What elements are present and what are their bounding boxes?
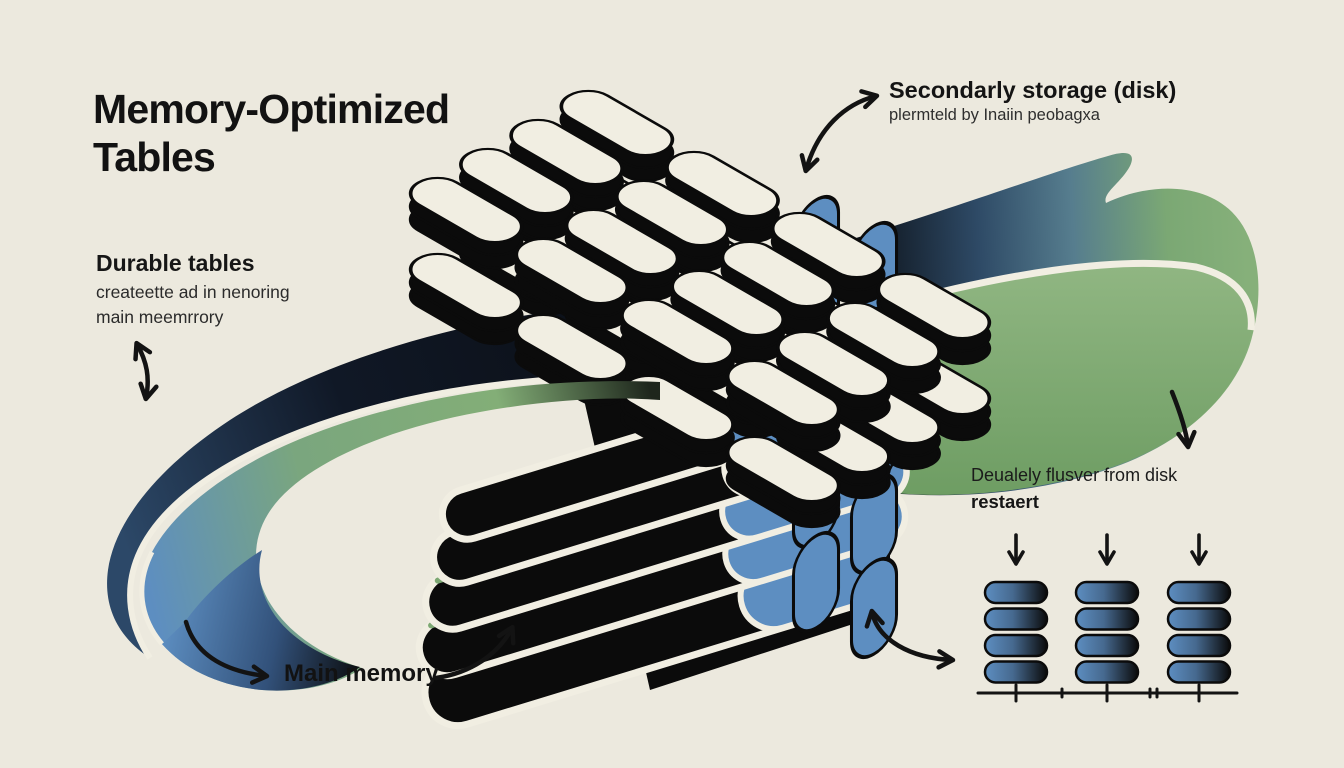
disk-baseline — [976, 683, 1239, 703]
durable-tables-heading: Durable tables — [96, 250, 255, 276]
flush-from-disk-line-2: restaert — [971, 491, 1039, 512]
annotation-arrows — [133, 89, 1197, 685]
memory-pill-grid — [408, 89, 992, 529]
memory-stack — [408, 89, 992, 730]
page-title: Memory-Optimized Tables — [93, 86, 450, 180]
main-memory-label: Main memory — [284, 660, 439, 687]
durable-tables-subtext-2: main meemrrory — [96, 307, 224, 327]
flush-from-disk-line-1: Deualely flusver from disk — [971, 465, 1178, 485]
disk-pill-grid — [983, 533, 1232, 684]
secondary-storage-heading: Secondarly storage (disk) — [889, 77, 1177, 103]
secondary-storage-subtext: plermteld by Inaiin peobagxa — [889, 106, 1100, 124]
durable-tables-subtext-1: createette ad in nenoring — [96, 282, 290, 302]
